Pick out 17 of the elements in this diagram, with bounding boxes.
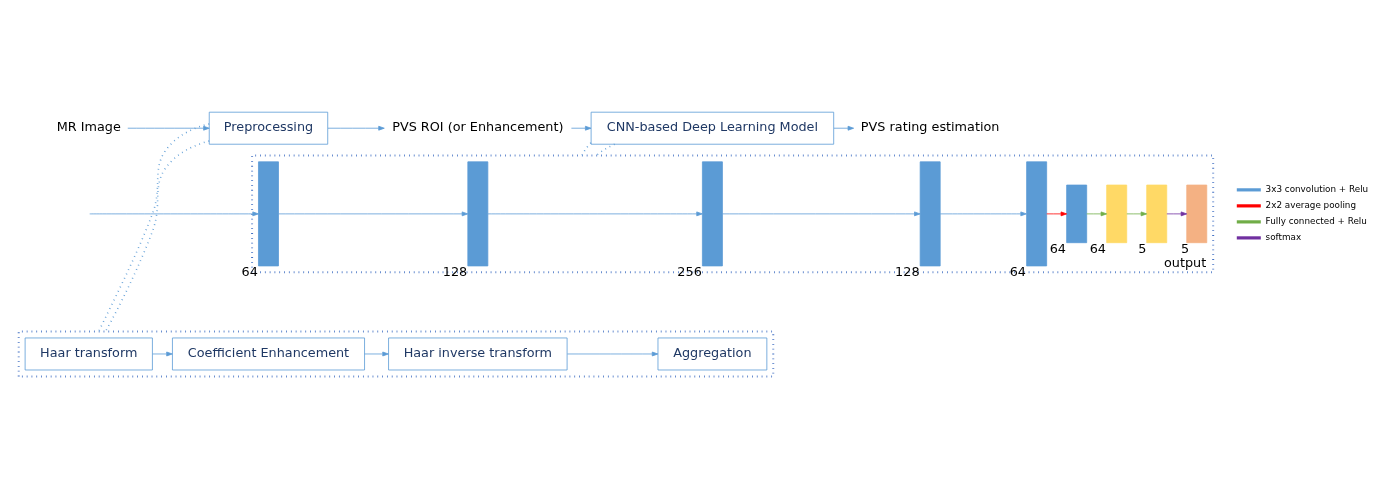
node-text: PVS ROI (or Enhancement) [392, 119, 564, 135]
node-label: 128 [895, 264, 920, 280]
legend-label: Fully connected + Relu [1265, 216, 1367, 227]
node-label: 5 [1138, 240, 1147, 256]
node-label: 64 [241, 264, 258, 280]
node-label: 5 [1181, 240, 1190, 256]
node-label: 64 [1089, 240, 1107, 256]
node-label: output [1164, 255, 1207, 271]
node-label: 64 [1049, 240, 1067, 256]
node-label: 128 [442, 264, 468, 280]
legend-label: 3x3 convolution + Relu [1265, 184, 1369, 195]
node-label: 64 [1009, 264, 1026, 280]
legend-label: softmax [1265, 232, 1302, 243]
node-text: PVS rating estimation [860, 119, 1000, 135]
legend-label: 2x2 average pooling [1265, 200, 1357, 211]
node-label: 256 [677, 264, 702, 280]
node-text: MR Image [56, 119, 121, 135]
